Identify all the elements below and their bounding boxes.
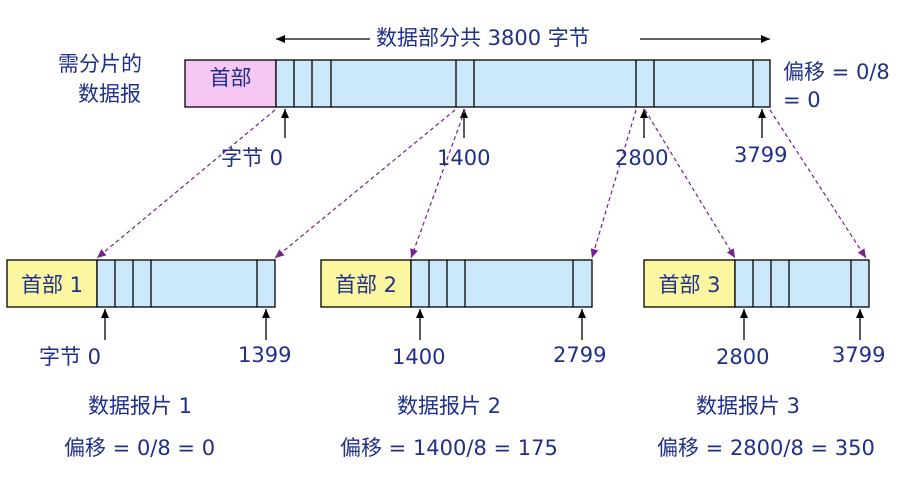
fragment-3-end-label: 3799	[832, 343, 886, 367]
fragment-2-header-label: 首部 2	[334, 272, 398, 297]
fragment-1-offset: 偏移 = 0/8 = 0	[64, 436, 216, 460]
fragment-1-end-label: 1399	[238, 343, 292, 367]
datagram-label-line1: 需分片的	[58, 52, 142, 76]
fragment-1-header-box	[6, 259, 98, 308]
fragment-2-end-label: 2799	[553, 343, 607, 367]
fragment-1-data-box	[96, 259, 276, 308]
fragment-byte-arrows	[101, 309, 864, 340]
fragment-1-name: 数据报片 1	[88, 394, 193, 418]
offset-label-line2: = 0	[783, 88, 821, 112]
fragment-3-offset: 偏移 = 2800/8 = 350	[657, 436, 875, 460]
fragment-3-name: 数据报片 3	[696, 394, 801, 418]
original-data-dividers	[293, 60, 754, 107]
byte-label-1400: 1400	[437, 146, 491, 170]
fragment-1-start-label: 字节 0	[39, 345, 102, 369]
fragment-2-offset: 偏移 = 1400/8 = 175	[340, 436, 558, 460]
byte-label-2800: 2800	[615, 146, 669, 170]
byte-label-3799: 3799	[734, 143, 788, 167]
fragment-3-header-label: 首部 3	[658, 272, 721, 297]
original-data-box	[275, 59, 771, 108]
original-header-label: 首部	[209, 65, 252, 90]
fragment-1-header-label: 首部 1	[20, 272, 84, 297]
fragment-2-start-label: 1400	[392, 345, 446, 369]
byte-label-0: 字节 0	[221, 146, 284, 170]
span-label: 数据部分共 3800 字节	[376, 26, 590, 50]
fragment-2-dividers	[428, 260, 574, 307]
original-byte-arrows	[281, 109, 766, 138]
fragment-3-dividers	[752, 260, 852, 307]
fragment-2-data-box	[410, 259, 593, 308]
fragment-3-header-box	[643, 259, 736, 308]
fragment-1-dividers	[114, 260, 258, 307]
offset-label-line1: 偏移 = 0/8	[783, 60, 890, 84]
mapping-arrows	[96, 109, 867, 259]
fragment-3-start-label: 2800	[716, 345, 770, 369]
original-header-box	[184, 59, 277, 108]
datagram-label-line2: 数据报	[78, 82, 141, 106]
fragment-2-header-box	[320, 259, 412, 308]
fragment-3-data-box	[734, 259, 870, 308]
fragment-2-name: 数据报片 2	[397, 394, 502, 418]
